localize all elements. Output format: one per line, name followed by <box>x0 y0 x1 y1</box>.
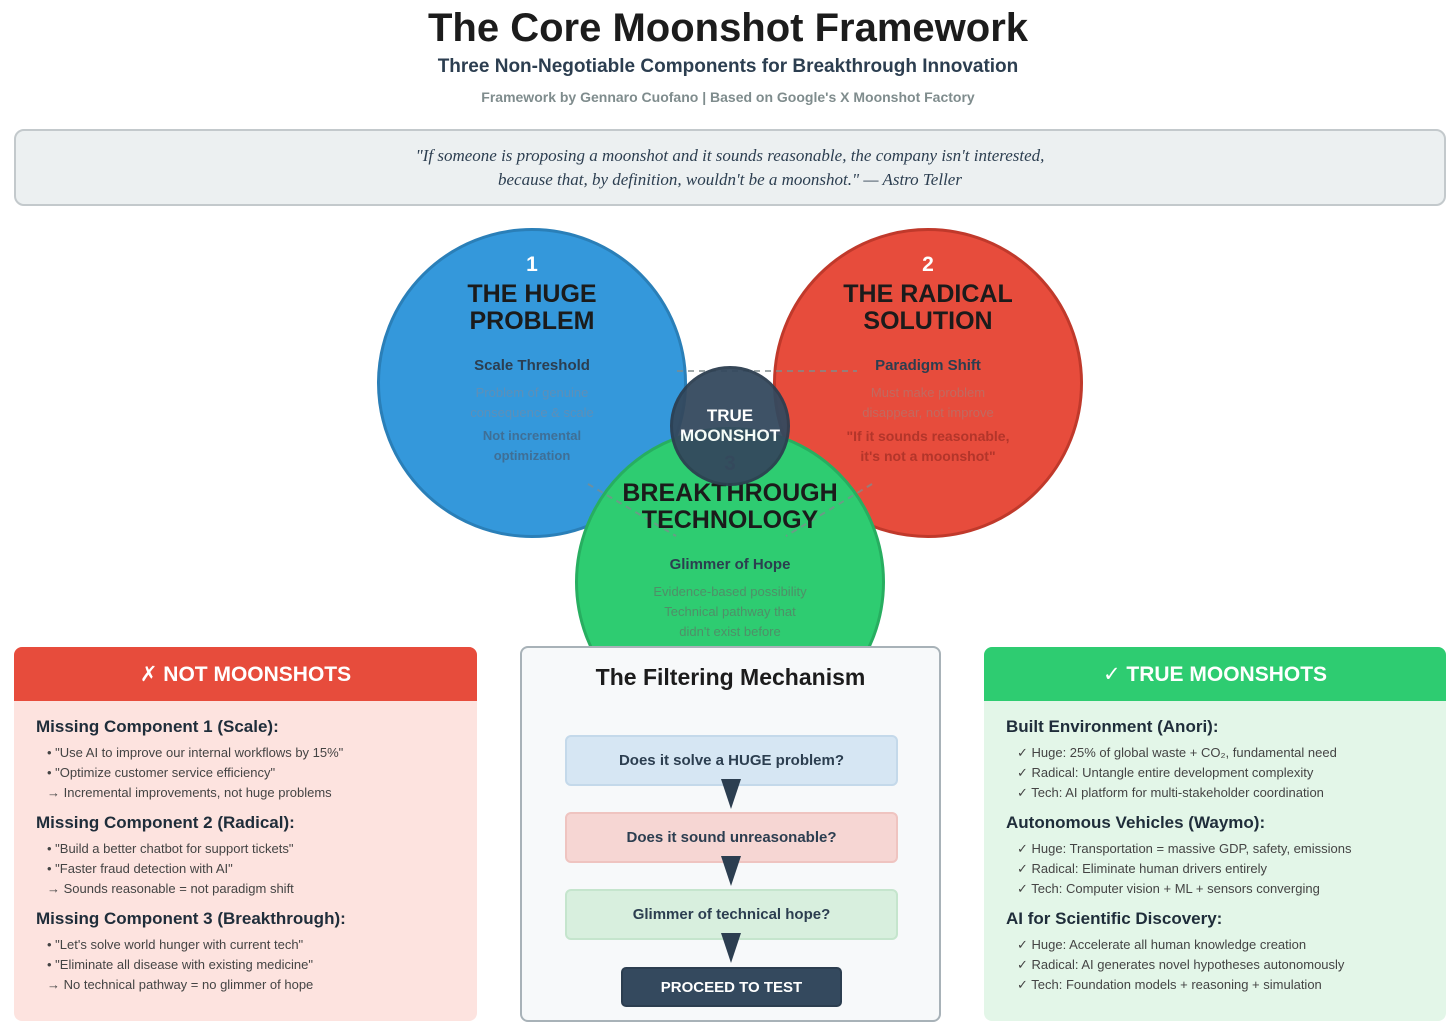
section-title: Missing Component 1 (Scale): <box>36 717 279 736</box>
section-title: AI for Scientific Discovery: <box>1006 909 1223 928</box>
radical-solution-note-line1: "If it sounds reasonable, <box>846 428 1010 444</box>
list-item: ✓ Radical: Eliminate human drivers entir… <box>1017 861 1268 876</box>
list-item: • "Build a better chatbot for support ti… <box>47 841 294 856</box>
list-item: → No technical pathway = no glimmer of h… <box>47 977 314 992</box>
page-subtitle: Three Non-Negotiable Components for Brea… <box>437 56 1019 77</box>
down-arrow-icon <box>721 779 741 809</box>
list-item: ✓ Radical: AI generates novel hypotheses… <box>1017 957 1345 972</box>
list-item: • "Let's solve world hunger with current… <box>47 937 304 952</box>
breakthrough-desc-line3: didn't exist before <box>679 624 781 639</box>
true-moonshot-center: TRUE MOONSHOT <box>670 366 790 486</box>
huge-problem-number: 1 <box>526 253 538 276</box>
down-arrow-icon <box>721 933 741 963</box>
list-item: ✓ Huge: Transportation = massive GDP, sa… <box>1017 841 1352 856</box>
huge-problem-title-line1: THE HUGE <box>467 280 597 308</box>
not-moonshot-section: Missing Component 1 (Scale): • "Use AI t… <box>36 717 455 803</box>
framework-credit: Framework by Gennaro Cuofano | Based on … <box>481 89 975 105</box>
huge-problem-note-line1: Not incremental <box>482 428 582 443</box>
filter-title: The Filtering Mechanism <box>595 664 866 690</box>
radical-solution-number: 2 <box>922 253 934 276</box>
list-item: ✓ Tech: Foundation models + reasoning + … <box>1017 977 1322 992</box>
center-line1: TRUE <box>706 406 754 425</box>
list-item: ✓ Radical: Untangle entire development c… <box>1017 765 1314 780</box>
proceed-to-test-box: PROCEED TO TEST <box>621 967 842 1007</box>
list-item: ✓ Tech: AI platform for multi-stakeholde… <box>1017 785 1324 800</box>
connector-line-right <box>785 483 873 537</box>
astro-teller-quote: "If someone is proposing a moonshot and … <box>415 145 1045 189</box>
radical-solution-subtitle: Paradigm Shift <box>875 357 981 374</box>
section-title: Autonomous Vehicles (Waymo): <box>1006 813 1266 832</box>
true-moonshots-heading: ✓ TRUE MOONSHOTS <box>984 647 1446 701</box>
radical-solution-note-line2: it's not a moonshot" <box>860 448 996 464</box>
huge-problem-text: 1 THE HUGE PROBLEM Scale Threshold Probl… <box>377 253 687 466</box>
huge-problem-subtitle: Scale Threshold <box>474 357 590 374</box>
radical-solution-circle <box>773 228 1083 538</box>
not-moonshot-section: Missing Component 3 (Breakthrough): • "L… <box>36 909 455 995</box>
filter-step-huge-problem: Does it solve a HUGE problem? <box>565 735 898 786</box>
huge-problem-note-line2: optimization <box>493 448 571 463</box>
list-item: ✓ Huge: Accelerate all human knowledge c… <box>1017 937 1307 952</box>
section-title: Missing Component 2 (Radical): <box>36 813 295 832</box>
radical-solution-title-line2: SOLUTION <box>863 307 993 335</box>
quote-box: "If someone is proposing a moonshot and … <box>14 129 1446 206</box>
down-arrow-icon <box>721 856 741 886</box>
huge-problem-desc-line1: Problem of genuine <box>475 385 589 400</box>
list-item: • "Use AI to improve our internal workfl… <box>47 745 344 760</box>
not-moonshot-section: Missing Component 2 (Radical): • "Build … <box>36 813 455 899</box>
not-moonshots-panel: ✗ NOT MOONSHOTS Missing Component 1 (Sca… <box>14 647 477 1021</box>
center-line2: MOONSHOT <box>679 426 781 445</box>
true-moonshot-section: Built Environment (Anori): ✓ Huge: 25% o… <box>1006 717 1424 803</box>
huge-problem-desc-line2: consequence & scale <box>470 405 594 420</box>
list-item: • "Eliminate all disease with existing m… <box>47 957 313 972</box>
list-item: • "Optimize customer service efficiency" <box>47 765 276 780</box>
section-title: Missing Component 3 (Breakthrough): <box>36 909 346 928</box>
breakthrough-desc-line1: Evidence-based possibility <box>653 584 807 599</box>
list-item: ✓ Tech: Computer vision + ML + sensors c… <box>1017 881 1320 896</box>
radical-solution-text: 2 THE RADICAL SOLUTION Paradigm Shift Mu… <box>773 253 1083 466</box>
not-moonshots-heading: ✗ NOT MOONSHOTS <box>14 647 477 701</box>
breakthrough-title-line2: TECHNOLOGY <box>641 506 819 534</box>
filtering-mechanism-panel: The Filtering Mechanism Does it solve a … <box>520 646 941 1022</box>
breakthrough-subtitle: Glimmer of Hope <box>669 556 791 573</box>
list-item: ✓ Huge: 25% of global waste + CO₂, funda… <box>1017 745 1337 760</box>
section-title: Built Environment (Anori): <box>1006 717 1219 736</box>
radical-solution-title-line1: THE RADICAL <box>843 280 1013 308</box>
page-title: The Core Moonshot Framework <box>427 6 1029 50</box>
list-item: → Sounds reasonable = not paradigm shift <box>47 881 294 896</box>
huge-problem-title-line2: PROBLEM <box>469 307 595 335</box>
radical-solution-desc-line2: disappear, not improve <box>862 405 994 420</box>
true-moonshot-section: AI for Scientific Discovery: ✓ Huge: Acc… <box>1006 909 1424 995</box>
list-item: → Incremental improvements, not huge pro… <box>47 785 332 800</box>
list-item: • "Faster fraud detection with AI" <box>47 861 233 876</box>
radical-solution-desc-line1: Must make problem <box>870 385 986 400</box>
breakthrough-desc-line2: Technical pathway that <box>664 604 796 619</box>
true-moonshots-panel: ✓ TRUE MOONSHOTS Built Environment (Anor… <box>984 647 1446 1021</box>
true-moonshot-section: Autonomous Vehicles (Waymo): ✓ Huge: Tra… <box>1006 813 1424 899</box>
